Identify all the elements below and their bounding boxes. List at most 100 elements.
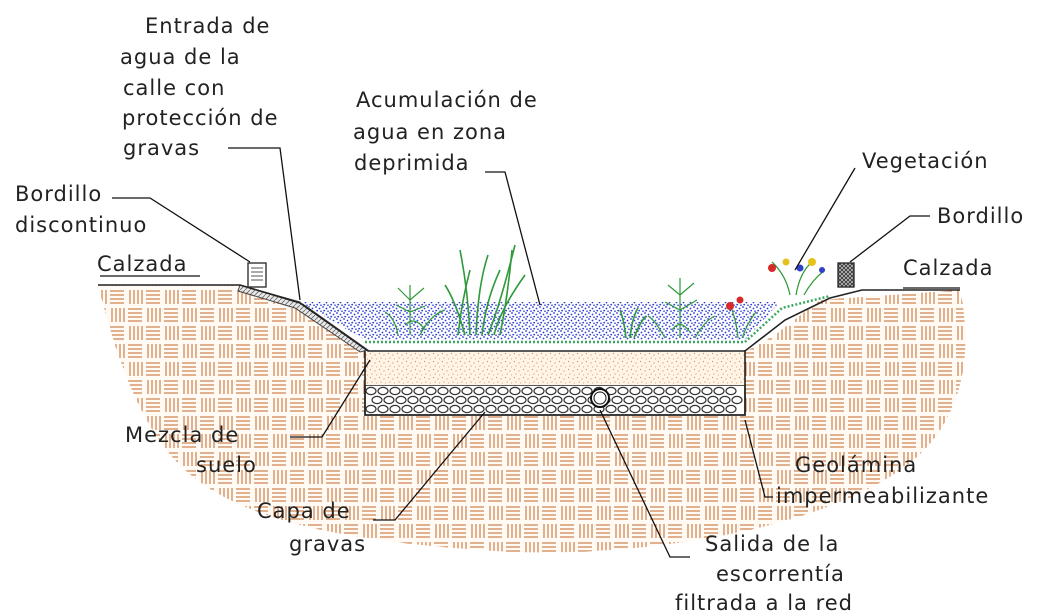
label-salida-line-2: escorrentía xyxy=(716,562,845,586)
gravel-stone xyxy=(491,395,503,405)
gravel-stone xyxy=(443,395,455,405)
label-salida-line-1: Salida de la xyxy=(705,532,839,556)
label-salida: Salida de la escorrentía filtrada a la r… xyxy=(675,532,853,615)
gravel-stone xyxy=(683,395,695,405)
label-acumulacion: Acumulación de agua en zona deprimida xyxy=(353,88,538,175)
gravel-stone xyxy=(665,386,677,396)
label-salida-line-3: filtrada a la red xyxy=(675,591,853,615)
label-acumulacion-line-1: Acumulación de xyxy=(356,88,538,112)
label-entrada-line-2: agua de la xyxy=(120,45,241,69)
label-bordillo-discontinuo-line-1: Bordillo xyxy=(15,182,102,206)
gravel-stone xyxy=(647,395,659,405)
gravel-stone xyxy=(455,395,467,405)
label-entrada-line-1: Entrada de xyxy=(145,14,270,38)
gravel-stone xyxy=(731,395,743,405)
gravel-stone xyxy=(521,386,533,396)
label-entrada-line-5: gravas xyxy=(123,136,200,160)
label-capa-line-2: gravas xyxy=(289,532,366,556)
gravel-stone xyxy=(569,386,581,396)
gravel-stone xyxy=(641,404,653,414)
gravel-stone xyxy=(701,404,713,414)
label-geolamina-line-1: Geolámina xyxy=(795,453,917,477)
gravel-stone xyxy=(521,404,533,414)
gravel-stone xyxy=(569,404,581,414)
gravel-stone xyxy=(713,404,725,414)
leader-geolamina xyxy=(744,419,773,498)
gravel-stone xyxy=(479,395,491,405)
leader-mezcla xyxy=(290,359,371,438)
label-capa: Capa de gravas xyxy=(257,499,366,556)
gravel-stone xyxy=(485,386,497,396)
gravel-stone xyxy=(707,395,719,405)
gravel-stone xyxy=(539,395,551,405)
gravel-stone xyxy=(425,386,437,396)
gravel-stone xyxy=(527,395,539,405)
gravel-stone xyxy=(377,404,389,414)
gravel-stone xyxy=(437,386,449,396)
gravel-stone xyxy=(659,395,671,405)
gravel-stone xyxy=(389,386,401,396)
gravel-stone xyxy=(467,395,479,405)
gravel-stone xyxy=(533,404,545,414)
label-mezcla-line-2: suelo xyxy=(196,453,257,477)
gravel-stone xyxy=(437,404,449,414)
label-bordillo-discontinuo: Bordillo discontinuo xyxy=(15,182,147,237)
gravel-stone xyxy=(413,404,425,414)
gravel-stone xyxy=(473,386,485,396)
label-entrada: Entrada de agua de la calle con protecci… xyxy=(120,14,278,160)
label-acumulacion-line-2: agua en zona xyxy=(353,120,507,144)
gravel-stone xyxy=(509,404,521,414)
gravel-stone xyxy=(641,386,653,396)
label-bordillo: Bordillo xyxy=(937,204,1024,228)
gravel-stone xyxy=(725,386,737,396)
green-liner xyxy=(365,294,831,344)
gravel-stone xyxy=(671,395,683,405)
label-bordillo-discontinuo-line-2: discontinuo xyxy=(15,213,147,237)
gravel-stone xyxy=(689,404,701,414)
gravel-stone xyxy=(629,404,641,414)
gravel-stones xyxy=(365,386,743,414)
gravel-stone xyxy=(407,395,419,405)
gravel-stone xyxy=(473,404,485,414)
ground-surface xyxy=(98,284,960,352)
label-calzada-right: Calzada xyxy=(903,256,993,280)
gravel-stone xyxy=(545,386,557,396)
flowers xyxy=(726,258,825,310)
gravel-stone xyxy=(377,386,389,396)
label-geolamina-line-2: impermeabilizante xyxy=(776,484,989,508)
gravel-stone xyxy=(581,404,593,414)
gravel-stone xyxy=(365,404,377,414)
gravel-stone xyxy=(383,395,395,405)
label-capa-line-1: Capa de xyxy=(257,499,351,523)
label-geolamina: Geolámina impermeabilizante xyxy=(776,453,989,508)
gravel-stone xyxy=(461,386,473,396)
label-entrada-line-3: calle con xyxy=(123,76,225,100)
gravel-stone xyxy=(689,386,701,396)
label-vegetacion: Vegetación xyxy=(862,149,989,173)
gravel-stone xyxy=(653,386,665,396)
discontinuous-curb xyxy=(247,262,267,288)
gravel-stone xyxy=(485,404,497,414)
gravel-stone xyxy=(713,386,725,396)
grass-tufts xyxy=(444,244,647,339)
gravel-stone xyxy=(503,395,515,405)
gravel-stone xyxy=(575,395,587,405)
gravel-stone xyxy=(563,395,575,405)
gravel-stone xyxy=(653,404,665,414)
gravel-stone xyxy=(449,404,461,414)
leader-entrada xyxy=(228,147,301,301)
label-mezcla: Mezcla de suelo xyxy=(125,423,257,477)
gravel-stone xyxy=(371,395,383,405)
drain-pipe-inner xyxy=(593,391,607,405)
leader-capa xyxy=(373,411,486,521)
label-acumulacion-line-3: deprimida xyxy=(354,151,470,175)
geomembrane xyxy=(364,350,746,416)
gravel-stone xyxy=(395,395,407,405)
gravel-stone xyxy=(557,404,569,414)
gravel-stone xyxy=(461,404,473,414)
soil-mix-layer xyxy=(365,352,745,385)
gravel-stone xyxy=(497,404,509,414)
gravel-stone xyxy=(665,404,677,414)
discontinuous-curb-lines xyxy=(251,267,263,281)
